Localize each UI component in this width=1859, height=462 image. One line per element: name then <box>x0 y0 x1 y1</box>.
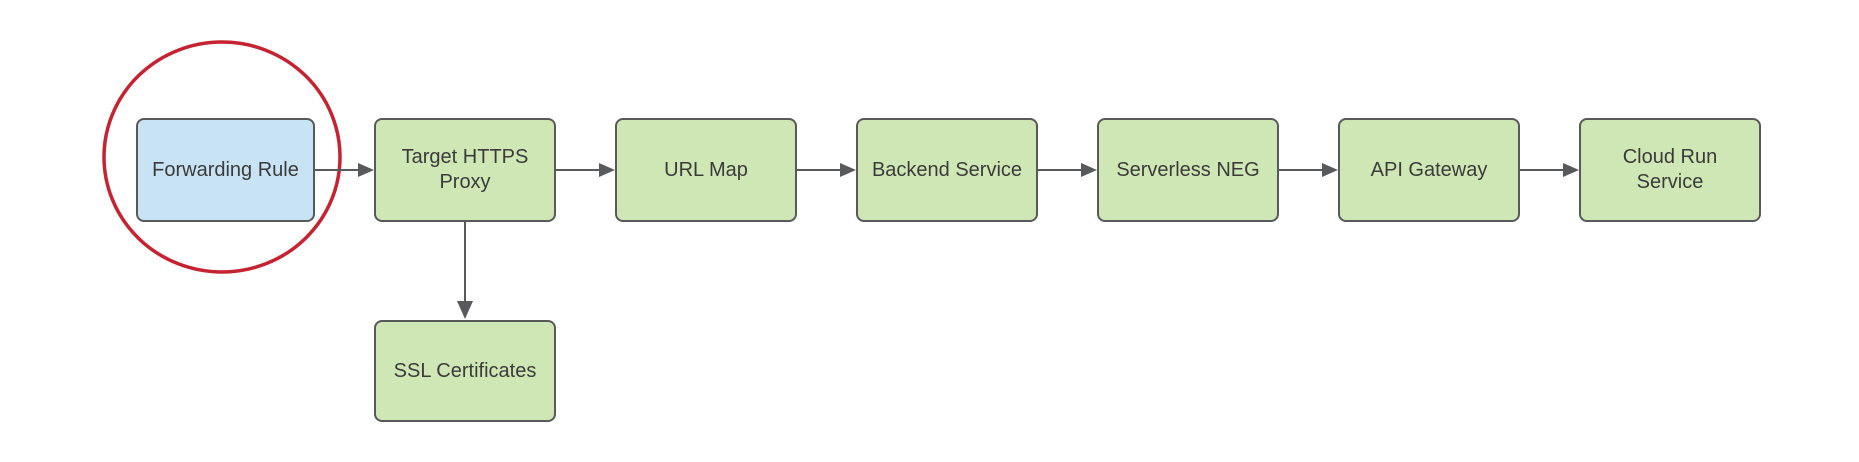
node-label: Backend Service <box>871 158 1023 181</box>
arrowhead-icon <box>358 163 374 177</box>
arrowhead-icon <box>1322 163 1338 177</box>
node-api-gateway: API Gateway <box>1338 118 1520 222</box>
arrowhead-icon <box>457 301 473 319</box>
node-cloud-run-service: Cloud Run Service <box>1579 118 1761 222</box>
node-label: Cloud Run Service <box>1622 146 1718 193</box>
node-label: Serverless NEG <box>1116 158 1260 181</box>
arrowhead-icon <box>840 163 856 177</box>
arrowhead-icon <box>1563 163 1579 177</box>
node-label: API Gateway <box>1370 158 1488 181</box>
node-ssl-certificates: SSL Certificates <box>374 320 556 422</box>
node-url-map: URL Map <box>615 118 797 222</box>
node-target-https-proxy: Target HTTPS Proxy <box>374 118 556 222</box>
arrowhead-icon <box>599 163 615 177</box>
node-label: SSL Certificates <box>393 359 537 382</box>
node-label: Forwarding Rule <box>152 158 299 181</box>
node-backend-service: Backend Service <box>856 118 1038 222</box>
node-label: Target HTTPS Proxy <box>401 146 529 193</box>
node-label: URL Map <box>664 158 748 181</box>
node-serverless-neg: Serverless NEG <box>1097 118 1279 222</box>
highlight-ellipse-annotation <box>102 40 342 274</box>
node-forwarding-rule: Forwarding Rule <box>136 118 315 222</box>
arrowhead-icon <box>1081 163 1097 177</box>
